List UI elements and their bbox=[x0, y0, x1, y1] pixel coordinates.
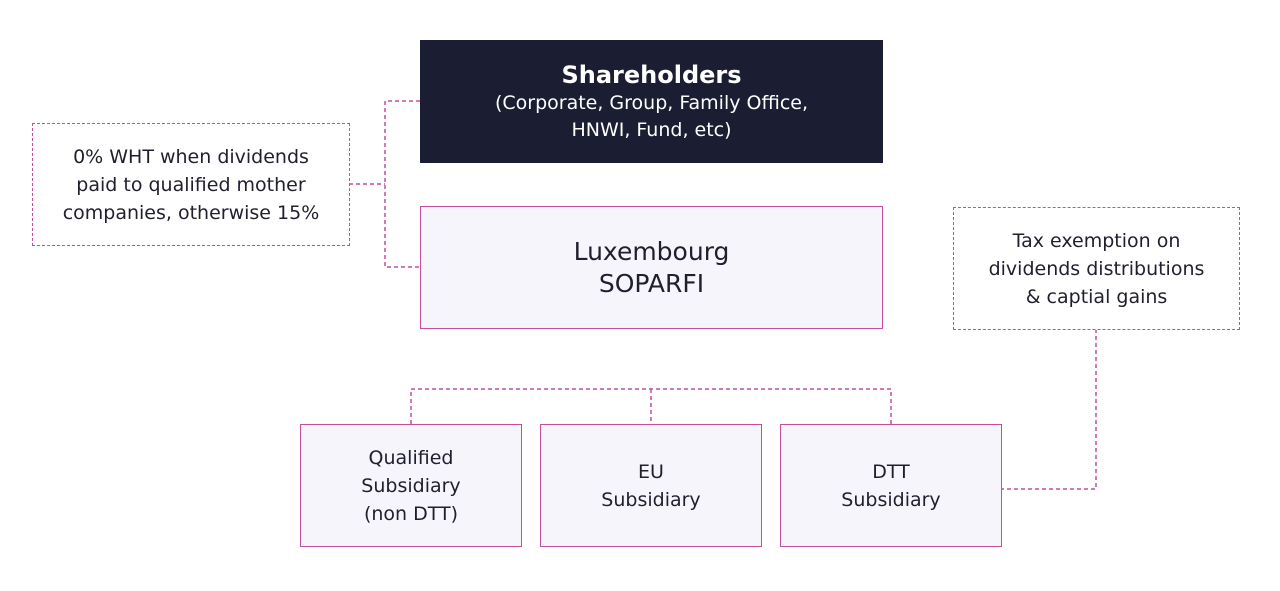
tax-note-line3: & captial gains bbox=[1025, 285, 1168, 308]
eu-subsidiary-box: EU Subsidiary bbox=[540, 424, 762, 547]
wht-note-line3: companies, otherwise 15% bbox=[62, 201, 320, 224]
tax-note-line2: dividends distributions bbox=[988, 257, 1205, 280]
tax-exemption-note-box: Tax exemption on dividends distributions… bbox=[953, 207, 1240, 330]
dtt-subsidiary-box: DTT Subsidiary bbox=[780, 424, 1002, 547]
connector-wht-bracket bbox=[384, 100, 420, 268]
eu-subsidiary-line2: Subsidiary bbox=[601, 488, 701, 511]
eu-subsidiary-line1: EU bbox=[638, 460, 664, 483]
wht-note-line2: paid to qualified mother bbox=[76, 173, 306, 196]
soparfi-line1: Luxembourg bbox=[573, 236, 730, 266]
wht-note-line1: 0% WHT when dividends bbox=[73, 145, 309, 168]
shareholders-subtitle-line1: (Corporate, Group, Family Office, bbox=[494, 91, 809, 114]
qualified-subsidiary-box: Qualified Subsidiary (non DTT) bbox=[300, 424, 522, 547]
qualified-subsidiary-line1: Qualified bbox=[368, 446, 454, 469]
dtt-subsidiary-line1: DTT bbox=[872, 460, 910, 483]
shareholders-box: Shareholders (Corporate, Group, Family O… bbox=[420, 40, 883, 163]
soparfi-line2: SOPARFI bbox=[598, 268, 705, 298]
connector-tax-note bbox=[1002, 329, 1097, 490]
tax-note-line1: Tax exemption on bbox=[1012, 229, 1181, 252]
shareholders-title: Shareholders bbox=[561, 60, 742, 89]
qualified-subsidiary-line2: Subsidiary bbox=[361, 474, 461, 497]
qualified-subsidiary-line3: (non DTT) bbox=[363, 502, 459, 525]
shareholders-subtitle-line2: HNWI, Fund, etc) bbox=[571, 118, 732, 141]
wht-note-box: 0% WHT when dividends paid to qualified … bbox=[32, 123, 350, 246]
soparfi-box: Luxembourg SOPARFI bbox=[420, 206, 883, 329]
dtt-subsidiary-line2: Subsidiary bbox=[841, 488, 941, 511]
